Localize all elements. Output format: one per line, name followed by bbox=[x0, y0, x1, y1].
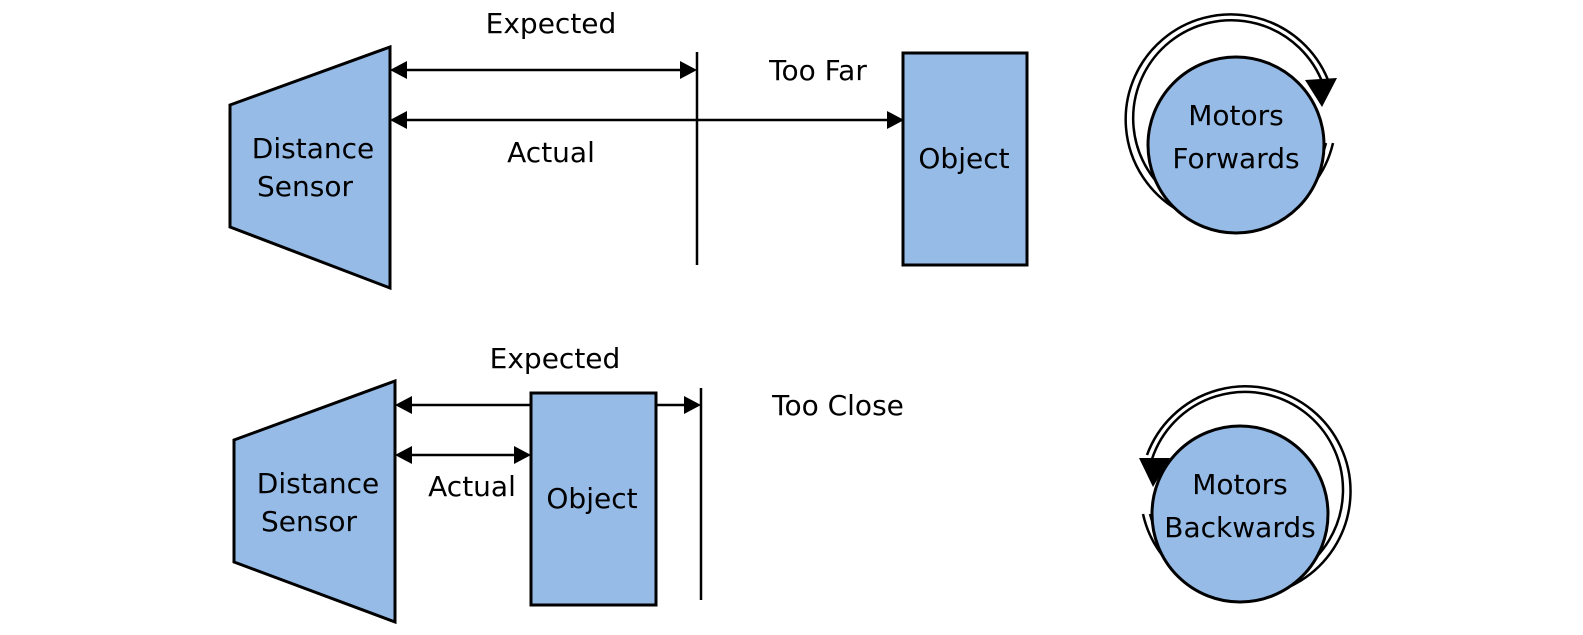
counter-clockwise-arrow-icon bbox=[1139, 458, 1170, 487]
expected-arrowhead-left-bottom bbox=[395, 396, 412, 414]
motors-forwards-indicator: Motors Forwards bbox=[1124, 13, 1337, 235]
object-box-top bbox=[901, 51, 1029, 267]
actual-arrowhead-right-bottom bbox=[514, 446, 531, 464]
motor-label-line1-bottom: Motors bbox=[1192, 468, 1288, 501]
sensor-label-line2-bottom: Sensor bbox=[261, 505, 357, 538]
sensor-label-line1-bottom: Distance bbox=[257, 467, 379, 500]
status-label-too-close: Too Close bbox=[771, 389, 904, 422]
actual-arrowhead-left-bottom bbox=[395, 446, 412, 464]
sensor-label-line1-top: Distance bbox=[252, 132, 374, 165]
sensor-label-line2-top: Sensor bbox=[257, 170, 353, 203]
motor-label-line1-top: Motors bbox=[1188, 99, 1284, 132]
motor-label-line2-bottom: Backwards bbox=[1164, 511, 1315, 544]
actual-label-bottom: Actual bbox=[428, 470, 516, 503]
object-label-bottom: Object bbox=[546, 482, 637, 515]
object-box-bottom bbox=[529, 391, 658, 607]
expected-arrowhead-left-top bbox=[390, 61, 407, 79]
motor-circle-top bbox=[1146, 55, 1326, 235]
motors-backwards-indicator: Motors Backwards bbox=[1139, 385, 1352, 604]
expected-arrowhead-right-top bbox=[680, 61, 697, 79]
scenario-too-close: Distance Sensor Expected Actual Too Clos… bbox=[232, 342, 1352, 625]
distance-sensor-bottom bbox=[232, 378, 397, 625]
expected-label-bottom: Expected bbox=[490, 342, 621, 375]
status-label-too-far: Too Far bbox=[768, 54, 867, 87]
motor-circle-bottom bbox=[1150, 424, 1330, 604]
expected-arrowhead-right-bottom bbox=[684, 396, 701, 414]
distance-sensor-top bbox=[228, 44, 392, 291]
actual-arrowhead-right-top bbox=[887, 111, 904, 129]
expected-label-top: Expected bbox=[486, 7, 617, 40]
object-label-top: Object bbox=[918, 142, 1009, 175]
actual-label-top: Actual bbox=[507, 136, 595, 169]
motor-label-line2-top: Forwards bbox=[1172, 142, 1299, 175]
actual-arrowhead-left-top bbox=[390, 111, 407, 129]
clockwise-arrow-icon bbox=[1305, 78, 1337, 107]
scenario-too-far: Distance Sensor Expected Actual Too Far … bbox=[228, 7, 1337, 291]
